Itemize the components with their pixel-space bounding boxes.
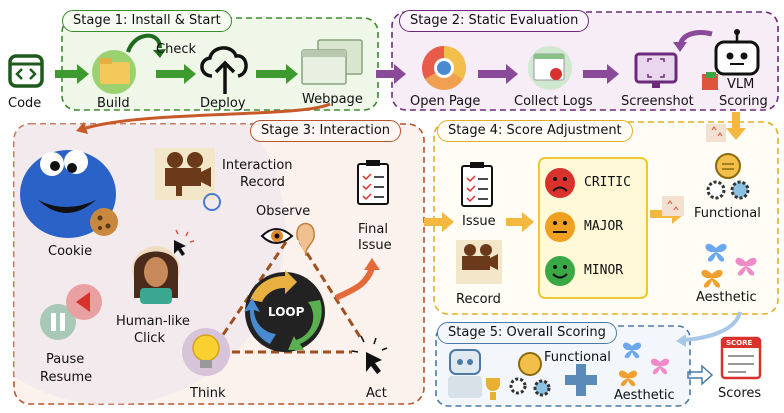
record-label: Record xyxy=(240,175,285,190)
pause-icon xyxy=(40,304,76,340)
click-label: Click xyxy=(134,331,165,346)
final-label: Final xyxy=(358,222,388,237)
cookie-label: Cookie xyxy=(48,244,93,259)
butterfly-icon xyxy=(701,243,757,288)
plus-icon xyxy=(565,364,597,396)
pause-label: Pause xyxy=(46,352,85,367)
scoring-label: Scoring xyxy=(719,94,768,109)
stage3-to-stage4-arrow xyxy=(424,212,454,232)
stage5-title: Stage 5: Overall Scoring xyxy=(437,322,617,344)
score-badge-label: SCORE xyxy=(726,339,753,347)
s5-functional-label: Functional xyxy=(544,350,611,365)
to-final-issue-arrow xyxy=(334,266,375,301)
stage4-title: Stage 4: Score Adjustment xyxy=(437,120,633,142)
stage3-title: Stage 3: Interaction xyxy=(250,120,402,142)
vlm-label: VLM xyxy=(727,77,755,92)
check-loop-arrow xyxy=(126,33,162,53)
stage2-to-stage3-arrow xyxy=(85,102,331,130)
robot-icon xyxy=(702,29,760,90)
code-label: Code xyxy=(8,96,42,111)
stage1-arrows xyxy=(55,64,298,84)
chrome-icon xyxy=(422,46,466,90)
happy-face-icon xyxy=(545,256,575,286)
check-label: Check xyxy=(156,42,196,57)
final-issue-label: Issue xyxy=(358,238,392,253)
cookie-monster-icon xyxy=(20,150,118,238)
record-camera-icon xyxy=(456,240,502,284)
stage4-to-stage5-arrow xyxy=(683,311,742,342)
stage5-to-scores-arrow xyxy=(687,364,714,386)
browser-window-icon xyxy=(301,39,363,85)
scoreboard-icon xyxy=(720,336,762,380)
build-label: Build xyxy=(97,96,130,111)
stage2-title: Stage 2: Static Evaluation xyxy=(399,10,590,32)
loop-arrows-icon xyxy=(244,270,325,352)
minor-label: MINOR xyxy=(584,263,624,278)
resume-label: Resume xyxy=(40,370,93,385)
stage5-gear-brain-icon xyxy=(509,352,551,397)
video-camera-icon xyxy=(155,148,221,211)
ear-icon xyxy=(296,222,315,257)
act-label: Act xyxy=(366,386,387,401)
rewind-icon xyxy=(66,284,102,320)
critic-label: CRITIC xyxy=(584,175,631,190)
bug-log-icon xyxy=(528,46,572,90)
person-icon xyxy=(132,246,180,304)
human-like-label: Human-like xyxy=(116,314,190,329)
s4-functional-label: Functional xyxy=(694,206,761,221)
adjustment-note-icon xyxy=(706,124,726,142)
gear-brain-icon xyxy=(706,153,750,200)
issue-checklist-icon xyxy=(461,162,493,207)
folder-icon xyxy=(92,50,136,94)
issue-to-severity-arrow xyxy=(506,212,534,232)
s5-aesthetic-label: Aesthetic xyxy=(614,388,675,403)
click-cursor-icon xyxy=(174,229,195,256)
eye-icon xyxy=(260,228,294,244)
s4-record-label: Record xyxy=(456,292,501,307)
robot-trophy-icon xyxy=(448,349,500,400)
s4-issue-label: Issue xyxy=(462,214,496,229)
s4-aesthetic-label: Aesthetic xyxy=(696,290,757,305)
stage5-butterfly-icon xyxy=(618,342,670,387)
screenshot-label: Screenshot xyxy=(621,94,694,109)
think-label: Think xyxy=(190,386,226,401)
stage2-box xyxy=(391,11,779,111)
webpage-label: Webpage xyxy=(302,92,363,107)
loop-label: LOOP xyxy=(268,305,305,319)
open-page-label: Open Page xyxy=(410,94,481,109)
screenshot-monitor-icon xyxy=(634,52,678,88)
adjustment-note-icon-2 xyxy=(662,196,684,216)
stage1-to-stage2-arrow xyxy=(376,64,406,84)
observe-label: Observe xyxy=(256,204,311,219)
stage1-title: Stage 1: Install & Start xyxy=(62,10,232,32)
lightbulb-icon xyxy=(182,328,230,376)
sad-face-icon xyxy=(545,168,575,198)
major-label: MAJOR xyxy=(584,219,624,234)
cloud-upload-icon xyxy=(200,46,248,94)
neutral-face-icon xyxy=(545,212,575,242)
collect-logs-label: Collect Logs xyxy=(514,94,593,109)
checklist-icon xyxy=(357,160,389,205)
scores-label: Scores xyxy=(718,386,762,401)
stage2-arrows xyxy=(478,64,619,84)
act-cursor-icon xyxy=(351,335,388,374)
deploy-label: Deploy xyxy=(200,96,246,111)
code-icon xyxy=(8,54,44,88)
interaction-label: Interaction xyxy=(222,158,293,173)
scoring-to-stage4-arrow xyxy=(726,112,746,140)
loop-triangle xyxy=(212,241,364,354)
